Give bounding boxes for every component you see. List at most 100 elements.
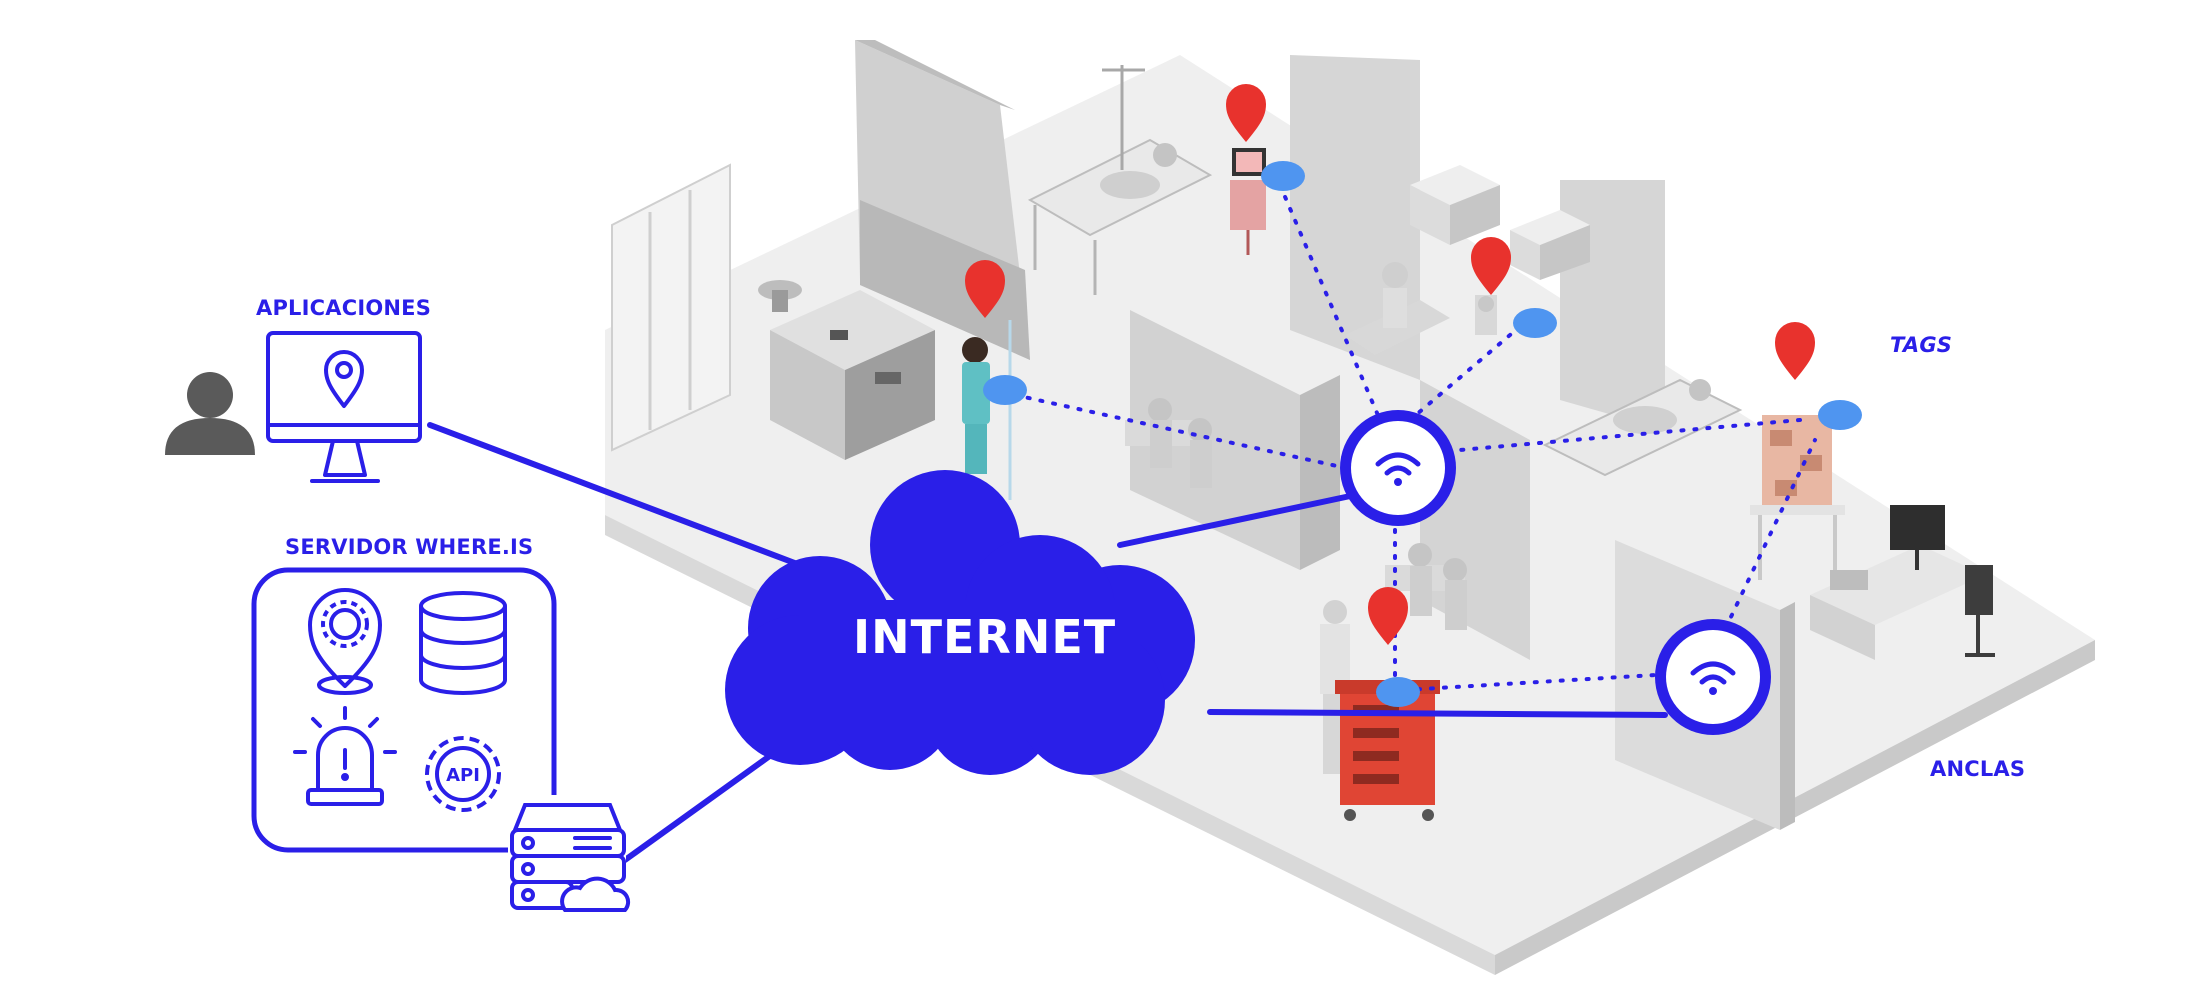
anchors-label: ANCLAS <box>1930 757 2026 781</box>
ultrasound-screen <box>1478 296 1494 312</box>
location-settings-icon <box>308 588 382 695</box>
tag-link <box>1408 316 1532 422</box>
internet-label: INTERNET <box>853 610 1117 664</box>
person <box>1150 420 1172 468</box>
person <box>1410 566 1432 616</box>
wifi-icon <box>1375 452 1421 476</box>
server-cloud-icon <box>508 795 631 912</box>
tags <box>983 161 1862 707</box>
partition-wall-shade <box>855 40 1015 110</box>
tag-link <box>1278 183 1382 422</box>
tag-icon <box>1376 677 1420 707</box>
nurse-head <box>962 337 988 363</box>
api-gear-icon: API <box>425 736 501 812</box>
monitor-cart-body <box>1230 180 1266 230</box>
link-internet-anchor-2 <box>1207 709 1668 718</box>
api-label: API <box>446 765 480 786</box>
hospital-illustration <box>605 40 2095 975</box>
room-wall-side <box>1780 602 1795 830</box>
worker-head <box>1323 600 1347 624</box>
desk-device <box>875 372 901 384</box>
server-label: SERVIDOR WHERE.IS <box>285 535 534 559</box>
tag-icon <box>1818 400 1862 430</box>
apps-group <box>165 331 422 483</box>
locker <box>1450 185 1500 245</box>
cart-drawer <box>1353 751 1399 761</box>
reception-desk-front <box>770 330 845 460</box>
patient-head <box>1689 379 1711 401</box>
office-desk <box>1810 545 1985 625</box>
link-internet-anchor-1 <box>1117 492 1358 548</box>
locker <box>1510 210 1590 245</box>
cart-drawer <box>1353 728 1399 738</box>
locker <box>1510 230 1540 280</box>
link-apps-internet <box>427 422 803 568</box>
apps-label: APLICACIONES <box>256 296 432 320</box>
supply-shelf-box <box>1800 455 1822 471</box>
tags-label: TAGS <box>1890 333 1953 357</box>
person <box>1445 580 1467 630</box>
person <box>1408 543 1432 567</box>
database-icon <box>419 591 507 695</box>
tag-link <box>1718 438 1817 642</box>
shelf-table <box>1750 505 1845 515</box>
monitor-screen <box>1236 152 1262 172</box>
map-pin-icon <box>1471 237 1511 295</box>
patient <box>1100 171 1160 199</box>
supply-shelf-box <box>1770 430 1792 446</box>
reception-desk <box>770 290 935 370</box>
tag-link <box>1403 673 1657 692</box>
partition-wall <box>1560 180 1665 430</box>
office-chair <box>1965 565 1993 615</box>
anchor-2 <box>1655 619 1771 735</box>
monitor-location-icon <box>266 331 422 483</box>
map-pin-icon <box>1775 322 1815 380</box>
pins <box>965 84 1815 645</box>
nurse-legs <box>965 424 987 474</box>
cart-wheel <box>1422 809 1434 821</box>
desk-device <box>830 330 848 340</box>
cubicle-block-side <box>1300 375 1340 570</box>
person <box>1443 558 1467 582</box>
doctor-head <box>1382 262 1408 288</box>
supply-shelf-box <box>1775 480 1797 496</box>
back-wall <box>611 163 731 452</box>
map-pin-icon <box>965 260 1005 318</box>
patient-head <box>1153 143 1177 167</box>
alarm-icon <box>293 706 397 806</box>
map-pin-icon <box>1368 587 1408 645</box>
network-links <box>427 422 1668 863</box>
tag-icon <box>1261 161 1305 191</box>
locker <box>1540 225 1590 280</box>
office-monitor <box>1890 505 1945 550</box>
cart-drawer <box>1353 705 1399 715</box>
anchor-1 <box>1340 410 1456 526</box>
printer <box>1830 570 1868 590</box>
tag-icon <box>1513 308 1557 338</box>
cubicle-block <box>1130 310 1300 570</box>
cart-wheel <box>1344 809 1356 821</box>
reception-desk-side <box>845 330 935 460</box>
server-box <box>251 567 557 853</box>
map-pin-icon <box>1226 84 1266 142</box>
plant-pot <box>772 290 788 312</box>
user-icon <box>165 372 255 455</box>
wifi-icon <box>1690 661 1736 685</box>
person <box>1148 398 1172 422</box>
tag-anchor-links <box>1013 183 1817 692</box>
locker <box>1410 165 1500 205</box>
person <box>1190 440 1212 488</box>
internet-cloud <box>725 470 1195 775</box>
office-desk-front <box>1810 595 1875 660</box>
doctor-body <box>1383 288 1407 328</box>
tag-link <box>1458 418 1802 452</box>
locker <box>1410 185 1450 245</box>
patient <box>1613 406 1677 434</box>
server-group: API <box>251 567 631 912</box>
partition-wall-lower <box>860 200 1030 360</box>
link-server-internet <box>622 742 788 863</box>
tag-icon <box>983 375 1027 405</box>
nurse-body <box>962 362 990 424</box>
